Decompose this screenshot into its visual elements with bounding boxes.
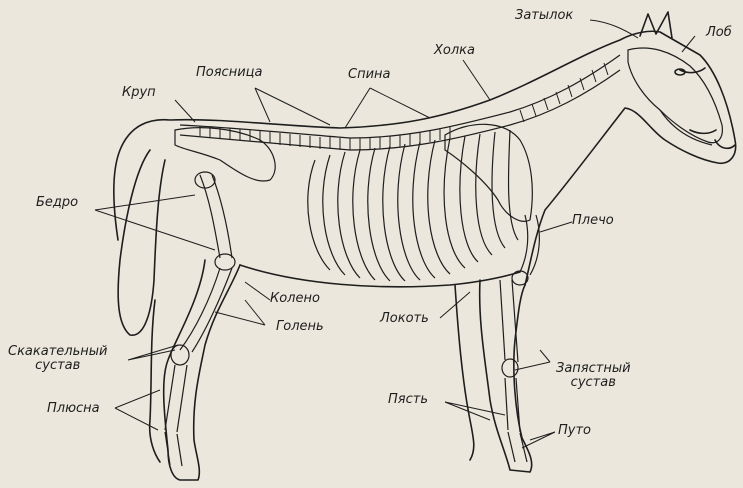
label-koleno: Колено — [270, 292, 320, 306]
leader-poyasnitsa — [255, 88, 330, 125]
label-krup: Круп — [122, 86, 156, 100]
horse-belly — [240, 265, 520, 287]
cannon-bone — [505, 378, 520, 432]
label-plecho: Плечо — [572, 214, 614, 228]
hind-pastern — [165, 432, 182, 466]
leader-plecho — [540, 222, 572, 232]
hip-joint — [195, 172, 215, 188]
label-zatylok: Затылок — [515, 9, 573, 23]
label-pyast: Пясть — [388, 393, 428, 407]
leader-puto — [522, 432, 555, 448]
knee-joint — [215, 254, 235, 270]
leader-koleno — [245, 282, 270, 300]
skull — [628, 48, 722, 143]
hind-leg-near — [164, 260, 240, 480]
label-golen: Голень — [276, 320, 324, 334]
label-puto: Путо — [558, 424, 591, 438]
radius — [500, 280, 518, 362]
leader-pyast — [445, 402, 505, 420]
label-lokot: Локоть — [380, 312, 429, 326]
leader-plyusna — [115, 390, 160, 430]
label-bedro: Бедро — [36, 196, 78, 210]
ribcage — [308, 130, 518, 281]
leader-zapyastny — [515, 350, 550, 370]
label-spina: Спина — [348, 68, 391, 82]
leader-golen — [215, 300, 265, 325]
label-lob: Лоб — [706, 26, 732, 40]
fore-leg-far — [455, 285, 474, 460]
hock-joint — [171, 345, 189, 365]
label-poyasnitsa: Поясница — [196, 66, 262, 80]
horse-tail — [118, 150, 165, 335]
leader-spina — [345, 88, 430, 128]
metatarsal — [165, 365, 187, 432]
label-plyusna: Плюсна — [47, 402, 100, 416]
label-zapyastny-sustav: Запястный сустав — [556, 362, 631, 390]
leader-krup — [175, 100, 195, 122]
carpal-joint — [502, 359, 518, 377]
label-kholka: Холка — [434, 44, 475, 58]
jaw — [660, 110, 712, 145]
label-skakatelny-sustav: Скакательный сустав — [8, 345, 107, 373]
leader-lob — [682, 36, 695, 52]
horse-ears — [640, 12, 672, 38]
leader-kholka — [463, 60, 490, 100]
scapula — [445, 124, 532, 221]
hind-leg-far — [150, 300, 160, 462]
elbow-joint — [512, 271, 528, 285]
